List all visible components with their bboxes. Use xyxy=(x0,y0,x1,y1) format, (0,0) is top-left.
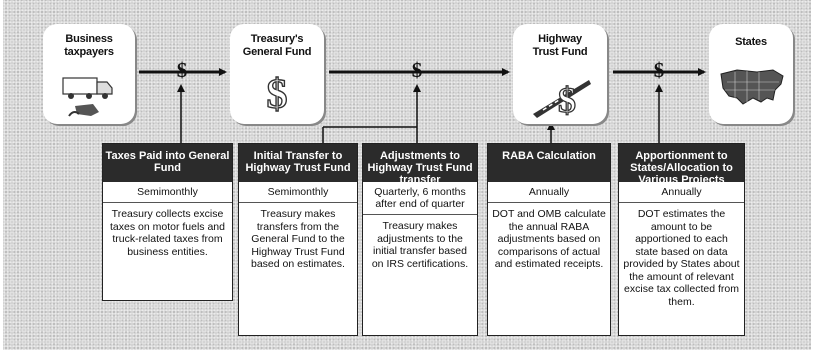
column-frequency: Annually xyxy=(488,182,610,203)
entity-label: States xyxy=(735,36,767,48)
dollar-sign-icon: $ xyxy=(266,71,288,114)
entity-business-taxpayers: Business taxpayers xyxy=(43,24,135,124)
column-frequency: Semimonthly xyxy=(103,182,232,203)
column-frequency: Semimonthly xyxy=(239,182,357,203)
entity-general-fund: Treasury's General Fund $ xyxy=(230,24,324,124)
column-adjustments: Adjustments to Highway Trust Fund transf… xyxy=(362,143,478,336)
entity-states: States xyxy=(709,24,793,124)
column-description: DOT and OMB calculate the annual RABA ad… xyxy=(492,208,606,270)
column-description: Treasury collects excise taxes on motor … xyxy=(110,208,225,258)
column-heading: Adjustments to Highway Trust Fund transf… xyxy=(363,144,477,186)
dollar-marker-1: $ xyxy=(176,58,188,82)
dollar-marker-2: $ xyxy=(411,58,423,82)
column-frequency: Annually xyxy=(619,182,744,203)
column-initial-transfer: Initial Transfer to Highway Trust Fund S… xyxy=(238,143,358,336)
svg-text:$: $ xyxy=(558,80,576,120)
column-heading: Taxes Paid into General Fund xyxy=(103,144,232,182)
column-heading: Apportionment to States/Allocation to Va… xyxy=(619,144,744,186)
truck-and-fuel-nozzle-icon xyxy=(62,77,113,117)
column-taxes-paid: Taxes Paid into General Fund Semimonthly… xyxy=(102,143,233,301)
column-description: Treasury makes adjustments to the initia… xyxy=(371,220,469,270)
us-map-icon xyxy=(720,69,784,105)
flow-arrows xyxy=(139,68,706,143)
entity-label: Highway Trust Fund xyxy=(532,33,588,58)
column-raba-calculation: RABA Calculation Annually DOT and OMB ca… xyxy=(487,143,611,336)
entity-label: Treasury's General Fund xyxy=(242,33,312,58)
entity-highway-trust-fund: Highway Trust Fund $ xyxy=(513,24,607,124)
column-description: Treasury makes transfers from the Genera… xyxy=(251,208,345,270)
entity-label: Business taxpayers xyxy=(64,33,114,58)
column-heading: Initial Transfer to Highway Trust Fund xyxy=(239,144,357,182)
column-description: DOT estimates the amount to be apportion… xyxy=(623,208,740,308)
column-frequency: Quarterly, 6 months after end of quarter xyxy=(363,182,477,215)
highway-dollar-icon: $ xyxy=(533,79,591,120)
column-heading: RABA Calculation xyxy=(488,144,610,182)
column-apportionment: Apportionment to States/Allocation to Va… xyxy=(618,143,745,336)
svg-text:$: $ xyxy=(267,72,288,114)
dollar-marker-3: $ xyxy=(653,58,665,82)
